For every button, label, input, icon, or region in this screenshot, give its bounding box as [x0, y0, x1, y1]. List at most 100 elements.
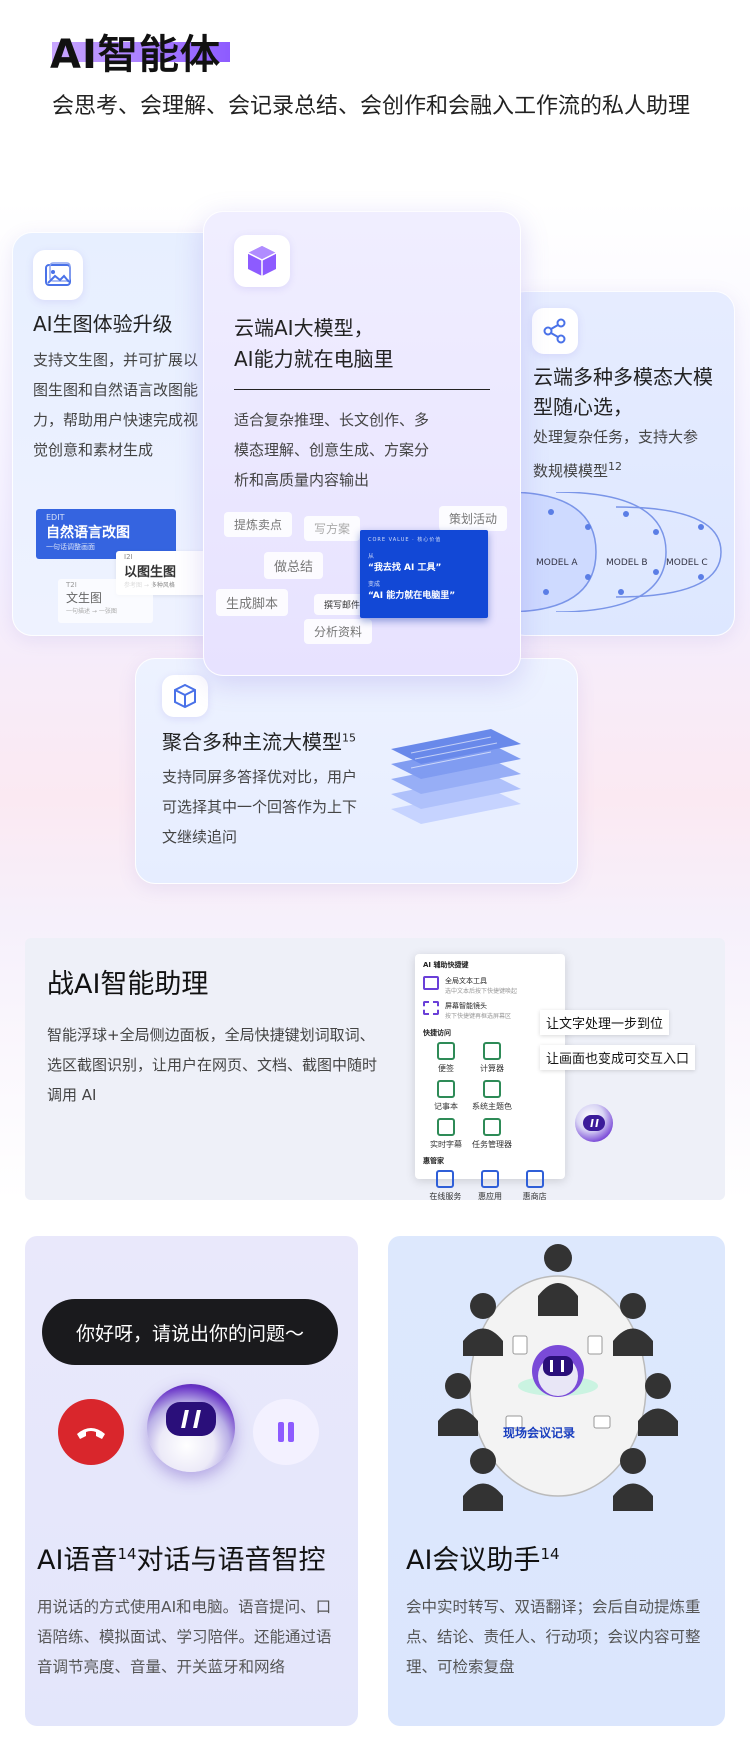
model-b-label: MODEL B	[606, 558, 648, 568]
hui-store[interactable]: 惠商店	[512, 1170, 557, 1202]
voice-prompt-bubble: 你好呀，请说出你的问题～	[42, 1299, 338, 1365]
shortcut2-sub: 按下快捷键再框选屏幕区	[445, 1013, 512, 1020]
callout-text-processing: 让文字处理一步到位	[540, 1010, 670, 1035]
callout-screen-interact: 让画面也变成可交互入口	[540, 1045, 696, 1070]
stacked-answers-illustration	[391, 729, 521, 824]
quick-captions[interactable]: 实时字幕	[423, 1118, 469, 1150]
captions-icon	[437, 1118, 455, 1136]
edit-chip-label: EDIT	[46, 513, 65, 522]
i2i-chip-title: 以图生图	[124, 565, 177, 580]
chat-icon	[436, 1170, 455, 1188]
page-subtitle: 会思考、会理解、会记录总结、会创作和会融入工作流的私人助理	[52, 94, 691, 119]
card-multimodal-sup: 12	[608, 460, 623, 473]
hui-apps-label: 惠应用	[478, 1192, 502, 1201]
card-aggregate-title-text: 聚合多种主流大模型	[162, 730, 342, 754]
meeting-illustration	[438, 1244, 678, 1511]
card-cloud-title1: 云端AI大模型，	[234, 316, 374, 340]
i2i-chip-label: I2I	[124, 553, 133, 561]
model-a-label: MODEL A	[536, 558, 578, 568]
tag-write-plan: 写方案	[304, 516, 361, 541]
end-call-button[interactable]	[58, 1399, 124, 1465]
quick-theme[interactable]: 系统主题色	[469, 1080, 515, 1112]
notepad-icon	[437, 1080, 455, 1098]
card-image-gen-title: AI生图体验升级	[33, 312, 173, 336]
shortcut2-title: 屏幕智能镜头	[445, 1002, 487, 1010]
image-icon	[33, 250, 83, 300]
page-title: AI智能体	[50, 32, 221, 78]
quick-captions-label: 实时字幕	[430, 1140, 462, 1149]
edit-chip-title: 自然语言改图	[46, 525, 130, 541]
card-multimodal-desc: 处理复杂任务，支持大参数规模模型12	[533, 422, 708, 486]
page-title-wrap: AI智能体	[50, 22, 221, 80]
quick-notes[interactable]: 便签	[423, 1042, 469, 1074]
quick-notepad-label: 记事本	[434, 1102, 458, 1111]
floating-ball-icon[interactable]	[575, 1104, 613, 1142]
meeting-card: 现场会议记录 AI会议助手14 会中实时转写、双语翻译；会后自动提炼重点、结论、…	[388, 1236, 725, 1726]
card-aggregate-desc: 支持同屏多答择优对比，用户可选择其中一个回答作为上下文继续追问	[162, 768, 358, 846]
cube-3d-icon	[234, 235, 290, 287]
meeting-record-badge: 现场会议记录	[503, 1426, 576, 1440]
assistant-section: 战AI智能助理 智能浮球+全局侧边面板，全局快捷键划词取词、选区截图识别，让用户…	[25, 938, 725, 1202]
assistant-title: 战AI智能助理	[47, 969, 209, 1000]
store-icon	[525, 1170, 544, 1188]
shortcut-global-text[interactable]: 全局文本工具选中文本后按下快捷键唤起	[423, 976, 557, 995]
hui-section-title: 惠管家	[423, 1157, 444, 1165]
quick-notepad[interactable]: 记事本	[423, 1080, 469, 1112]
hui-online-service[interactable]: 在线服务	[423, 1170, 468, 1202]
model-c-label: MODEL C	[666, 558, 708, 568]
edit-chip: EDIT 自然语言改图 一句话调整画面	[36, 509, 176, 559]
hui-grid: 在线服务 惠应用 惠商店	[423, 1170, 557, 1202]
card-aggregate-sup: 15	[342, 731, 356, 745]
text-tool-icon	[423, 976, 439, 990]
card-cloud-desc: 适合复杂推理、长文创作、多模态理解、创意生成、方案分析和高质量内容输出	[234, 411, 430, 489]
card-multimodal: 云端多种多模态大模型随心选， 处理复杂任务，支持大参数规模模型12 MODEL …	[505, 291, 735, 636]
meeting-title: AI会议助手14	[406, 1538, 560, 1577]
t2i-chip-title: 文生图	[66, 591, 103, 605]
quick-task-manager-label: 任务管理器	[472, 1140, 512, 1149]
cube-icon	[162, 675, 208, 717]
hui-apps[interactable]: 惠应用	[468, 1170, 513, 1202]
hui-online-service-label: 在线服务	[429, 1192, 462, 1201]
card-aggregate: 聚合多种主流大模型15 支持同屏多答择优对比，用户可选择其中一个回答作为上下文继…	[135, 658, 578, 884]
edit-chip-sub: 一句话调整画面	[46, 543, 95, 551]
quick-calculator-label: 计算器	[480, 1064, 504, 1073]
card-multimodal-desc-text: 处理复杂任务，支持大参数规模模型	[533, 428, 699, 480]
card-image-gen: AI生图体验升级 支持文生图，并可扩展以图生图和自然语言改图能力，帮助用户快速完…	[12, 232, 227, 636]
assistant-panel-title: AI 辅助快捷键	[423, 961, 469, 969]
voice-title-b: 对话与语音智控	[136, 1545, 326, 1576]
t2i-chip: T2I 文生图 一句描述 → 一张图	[58, 579, 153, 623]
core-value-to: 变成	[368, 581, 381, 588]
tag-plan-event: 策划活动	[439, 506, 508, 531]
voice-desc: 用说话的方式使用AI和电脑。语音提问、口语陪练、模拟面试、学习陪伴。还能通过语音…	[37, 1598, 332, 1676]
core-value-heading: CORE VALUE · 核心价值	[368, 537, 442, 543]
card-multimodal-title: 云端多种多模态大模型随心选，	[533, 365, 713, 419]
calculator-icon	[483, 1042, 501, 1060]
quick-calculator[interactable]: 计算器	[469, 1042, 515, 1074]
tag-email: 撰写邮件	[314, 594, 371, 615]
theme-icon	[483, 1080, 501, 1098]
meeting-desc: 会中实时转写、双语翻译；会后自动提炼重点、结论、责任人、行动项；会议内容可整理、…	[406, 1598, 701, 1676]
card-cloud-divider	[234, 389, 490, 390]
quick-theme-label: 系统主题色	[472, 1102, 512, 1111]
voice-title-sup: 14	[117, 1545, 137, 1563]
ai-orb-avatar	[147, 1384, 235, 1472]
hui-store-label: 惠商店	[522, 1192, 547, 1201]
quick-access-grid: 便签 计算器 记事本 系统主题色 实时字幕 任务管理器	[423, 1042, 557, 1150]
model-arcs	[506, 492, 722, 612]
quick-notes-label: 便签	[438, 1064, 454, 1073]
tag-analysis: 分析资料	[304, 619, 373, 644]
ai-orb-face	[166, 1402, 216, 1436]
tag-script: 生成脚本	[216, 589, 289, 616]
tag-selling-points: 提炼卖点	[224, 512, 293, 537]
pause-button[interactable]	[253, 1399, 319, 1465]
apps-grid-icon	[481, 1170, 499, 1188]
pause-icon	[278, 1422, 294, 1442]
floating-ball-face	[583, 1115, 605, 1131]
task-manager-icon	[483, 1118, 501, 1136]
card-aggregate-title: 聚合多种主流大模型15	[162, 726, 356, 755]
voice-title: AI语音14对话与语音智控	[37, 1538, 326, 1577]
shortcut-screen-lens[interactable]: 屏幕智能镜头按下快捷键再框选屏幕区	[423, 1001, 557, 1020]
core-value-quote1: “我去找 AI 工具”	[368, 563, 442, 573]
quick-access-title: 快捷访问	[423, 1029, 451, 1037]
quick-task-manager[interactable]: 任务管理器	[469, 1118, 515, 1150]
